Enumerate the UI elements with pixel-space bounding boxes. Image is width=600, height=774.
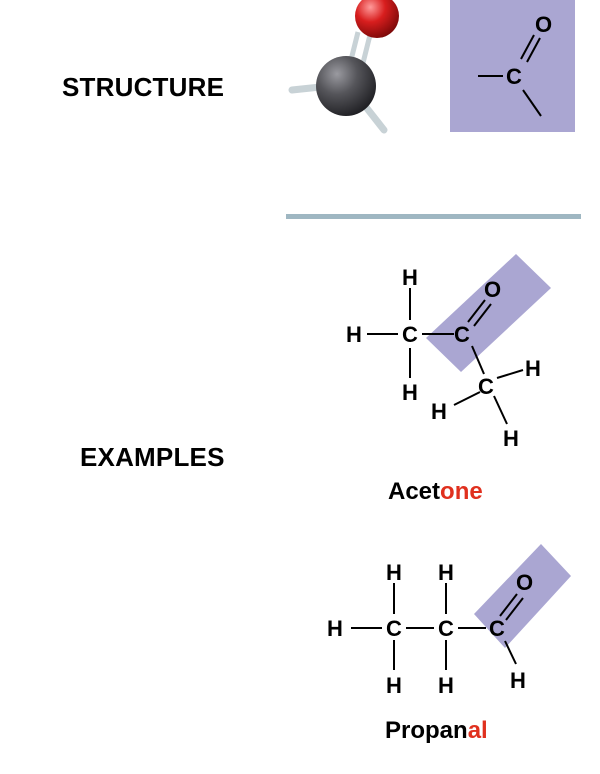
carbonyl-formula-box: C O — [450, 0, 575, 132]
propanal-name-suffix: al — [467, 717, 488, 744]
acetone-highlight — [426, 254, 551, 372]
highlight-box — [450, 0, 575, 132]
double-bond-b — [520, 34, 535, 60]
acetone-name-stem: Acet — [388, 478, 441, 505]
c-atom: C — [489, 616, 505, 641]
carbon-ball — [316, 56, 376, 116]
double-bond-a — [499, 593, 518, 617]
propanal-structure: H H H C C C O H H H — [327, 544, 571, 698]
acetone-name: Acetone — [388, 478, 483, 506]
h-atom: H — [386, 673, 402, 698]
bond — [471, 345, 485, 375]
h-atom: H — [386, 560, 402, 585]
acetone-name-suffix: one — [440, 478, 483, 505]
c-atom: C — [386, 616, 402, 641]
bond-lower — [522, 89, 542, 117]
double-bond-a — [467, 299, 486, 323]
ball-and-stick-model — [288, 0, 399, 134]
double-bond-b — [473, 303, 492, 327]
h-atom: H — [503, 426, 519, 451]
bond — [504, 640, 517, 665]
c-atom: C — [478, 374, 494, 399]
h-atom: H — [438, 673, 454, 698]
h-atom: H — [525, 356, 541, 381]
h-atom: H — [327, 616, 343, 641]
bond — [493, 395, 508, 425]
c-atom: C — [438, 616, 454, 641]
double-bond-b — [505, 597, 524, 621]
propanal-name: Propanal — [385, 717, 488, 745]
h-atom: H — [346, 322, 362, 347]
propanal-name-stem: Propan — [385, 717, 468, 744]
oxygen-ball — [355, 0, 399, 38]
oxygen-atom: O — [535, 12, 552, 37]
bond — [453, 391, 481, 406]
bond — [496, 369, 524, 379]
acetone-structure: H H C C O H C H H H — [346, 254, 551, 451]
structure-heading: STRUCTURE — [62, 72, 225, 102]
o-atom: O — [484, 277, 501, 302]
double-bond-a — [526, 37, 541, 63]
c-atom: C — [402, 322, 418, 347]
o-atom: O — [516, 570, 533, 595]
h-atom: H — [431, 399, 447, 424]
h-atom: H — [402, 380, 418, 405]
h-atom: H — [510, 668, 526, 693]
carbon-atom: C — [506, 64, 522, 89]
c-atom: C — [454, 322, 470, 347]
section-divider — [286, 214, 581, 219]
h-atom: H — [438, 560, 454, 585]
propanal-highlight — [474, 544, 571, 648]
examples-heading: EXAMPLES — [80, 442, 225, 472]
h-atom: H — [402, 265, 418, 290]
